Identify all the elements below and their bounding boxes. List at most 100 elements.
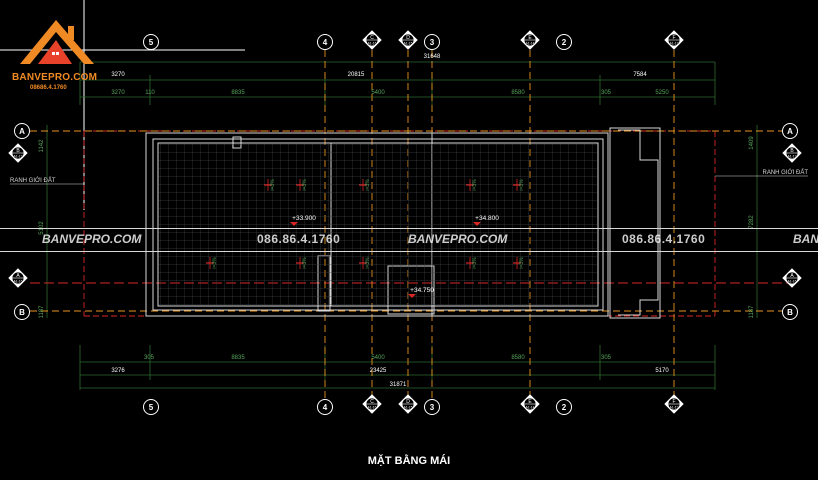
section-marker-right-letter: B — [790, 148, 794, 154]
slope-label: i=3% — [519, 257, 525, 269]
grid-bubble-bottom-label: 4 — [323, 403, 328, 412]
section-marker-bottom: EA1-14 — [520, 394, 540, 414]
grid-bubble-bottom-label: 3 — [430, 403, 435, 412]
slope-label: i=3% — [212, 257, 218, 269]
bottom-dimension-row1: 8835 — [231, 355, 245, 361]
section-marker-top-letter: C — [370, 35, 374, 41]
section-marker-bottom: CA1-16 — [362, 394, 382, 414]
logo-phone: 08686.4.1760 — [30, 85, 67, 91]
section-marker-bottom-tag: A1-13 — [669, 406, 678, 410]
bottom-dimension-row1: 305 — [601, 355, 612, 361]
bottom-dimension-row2: 23425 — [370, 368, 387, 374]
grid-bubble-top-label: 5 — [149, 38, 154, 47]
bottom-dimension-row2: 5170 — [655, 368, 669, 374]
section-marker-left-tag: A1-16 — [13, 280, 22, 284]
section-marker-top: CA1-16 — [362, 30, 382, 50]
top-dimension-row2: 5400 — [371, 90, 385, 96]
bottom-dimension-row1: 8580 — [511, 355, 525, 361]
logo-name: BANVEPRO.COM — [12, 72, 98, 83]
section-marker-left: AA1-16 — [8, 268, 28, 288]
slope-label: i=3% — [365, 257, 371, 269]
section-marker-top-letter: F — [672, 35, 675, 41]
left-dimension: 1187 — [39, 305, 45, 319]
top-total-dimension: 31648 — [424, 54, 441, 60]
section-marker-top-letter: D — [406, 35, 410, 41]
watermark-site: BANVEPRO.COM — [793, 232, 818, 246]
top-dimension-row2: 8580 — [511, 90, 525, 96]
section-marker-right-tag: A1-13 — [787, 155, 796, 159]
top-dimension-row2: 8835 — [231, 90, 245, 96]
elevation-marker — [290, 222, 298, 226]
top-dimension-row1: 3270 — [111, 72, 125, 78]
watermark-site: BANVEPRO.COM — [408, 232, 508, 246]
grid-bubble-bottom-label: 2 — [562, 403, 567, 412]
elevation-label: +34.800 — [475, 215, 499, 222]
section-marker-left-letter: A — [16, 273, 20, 279]
slope-label: i=3% — [519, 179, 525, 191]
grid-bubble-left-b-label: B — [19, 308, 25, 317]
section-marker-bottom-tag: A1-14 — [525, 406, 534, 410]
elevation-marker — [408, 294, 416, 298]
section-marker-bottom-tag: A1-16 — [367, 406, 376, 410]
section-marker-right: AA1-16 — [782, 268, 802, 288]
grid-bubble-right-b: B — [782, 304, 798, 320]
section-marker-top-tag: A1-15 — [403, 42, 412, 46]
left-dimension: 1142 — [39, 139, 45, 153]
top-dimension-row1: 7584 — [633, 72, 647, 78]
grid-bubble-bottom: 2 — [556, 399, 572, 415]
section-marker-bottom-letter: F — [672, 399, 675, 405]
section-marker-top: DA1-15 — [398, 30, 418, 50]
grid-bubble-top-label: 3 — [430, 38, 435, 47]
right-dimension: 1187 — [749, 305, 755, 319]
section-marker-right: BA1-13 — [782, 143, 802, 163]
grid-bubble-top-label: 2 — [562, 38, 567, 47]
boundary-label-right: RANH GIỚI ĐẤT — [763, 169, 809, 176]
top-dimension-row2: 3270 — [111, 90, 125, 96]
grid-bubble-top: 2 — [556, 34, 572, 50]
section-marker-bottom-letter: D — [406, 399, 410, 405]
slope-label: i=3% — [472, 179, 478, 191]
grid-bubble-right-a-label: A — [787, 127, 793, 136]
section-marker-left-letter: B — [16, 148, 20, 154]
elevation-label: +34.750 — [410, 287, 434, 294]
side-dimension-lines — [46, 125, 758, 318]
grid-bubble-top: 5 — [143, 34, 159, 50]
slope-label: i=3% — [302, 257, 308, 269]
top-dimension-lines — [79, 61, 716, 105]
elevation-marker — [473, 222, 481, 226]
top-dimension-row2: 5250 — [655, 90, 669, 96]
boundary-label-left: RANH GIỚI ĐẤT — [10, 177, 56, 184]
top-dimension-row2: 305 — [601, 90, 612, 96]
section-marker-top-tag: A1-13 — [669, 42, 678, 46]
section-marker-top: EA1-14 — [520, 30, 540, 50]
right-dimension: 1409 — [749, 136, 755, 150]
section-marker-right-tag: A1-16 — [787, 280, 796, 284]
grid-bubble-left-a-label: A — [19, 127, 25, 136]
top-dimension-row1: 20815 — [348, 72, 365, 78]
roof-tile-hatch — [159, 144, 597, 305]
grid-axes — [30, 50, 790, 400]
section-marker-top-tag: A1-14 — [525, 42, 534, 46]
section-marker-top-letter: E — [528, 35, 532, 41]
grid-bubble-top-label: 4 — [323, 38, 328, 47]
section-marker-left: BA1-13 — [8, 143, 28, 163]
grid-bubble-left-b: B — [14, 304, 30, 320]
top-dimension-row2: 110 — [145, 90, 155, 96]
left-dimension: 5102 — [39, 221, 45, 235]
watermark-band — [0, 228, 818, 252]
drawing-title: MẶT BẰNG MÁI — [367, 455, 451, 467]
watermark-site: BANVEPRO.COM — [42, 232, 142, 246]
section-marker-bottom: FA1-13 — [664, 394, 684, 414]
section-marker-bottom-letter: E — [528, 399, 532, 405]
elevation-label: +33.900 — [292, 215, 316, 222]
grid-bubble-top: 4 — [317, 34, 333, 50]
section-marker-bottom-letter: C — [370, 399, 374, 405]
grid-bubble-bottom: 4 — [317, 399, 333, 415]
grid-bubble-left-a: A — [14, 123, 30, 139]
section-marker-right-letter: A — [790, 273, 794, 279]
right-dimension: 7282 — [749, 215, 755, 229]
bottom-dimension-row2: 3276 — [111, 368, 125, 374]
grid-bubble-top: 3 — [424, 34, 440, 50]
slope-label: i=3% — [472, 257, 478, 269]
